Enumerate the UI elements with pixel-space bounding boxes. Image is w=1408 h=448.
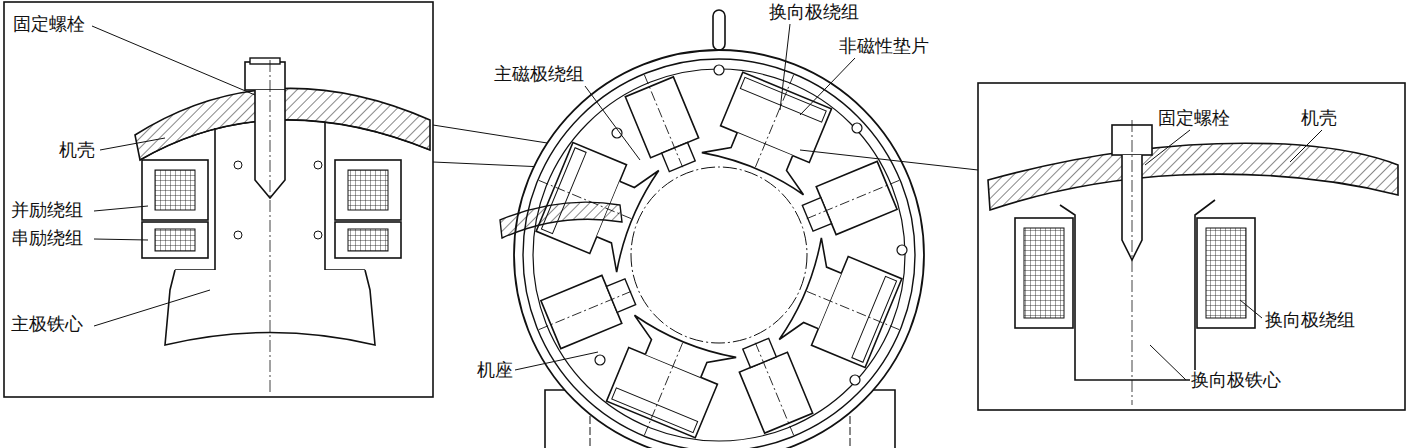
- part-label: 机壳: [58, 140, 96, 160]
- part-label: 固定螺栓: [12, 14, 86, 34]
- part-label: 固定螺栓: [1157, 108, 1231, 128]
- part-label: 主极铁心: [10, 314, 84, 334]
- part-label: 机座: [476, 360, 514, 380]
- part-label: 机壳: [1300, 108, 1338, 128]
- part-label: 并励绕组: [10, 200, 84, 220]
- part-label: 串励绕组: [10, 228, 84, 248]
- part-label: 主磁极绕组: [493, 64, 585, 84]
- part-label: 换向极绕组: [1264, 310, 1356, 330]
- part-label: 换向极铁心: [1190, 370, 1282, 390]
- part-label: 非磁性垫片: [838, 36, 930, 56]
- part-label: 换向极绕组: [768, 2, 860, 22]
